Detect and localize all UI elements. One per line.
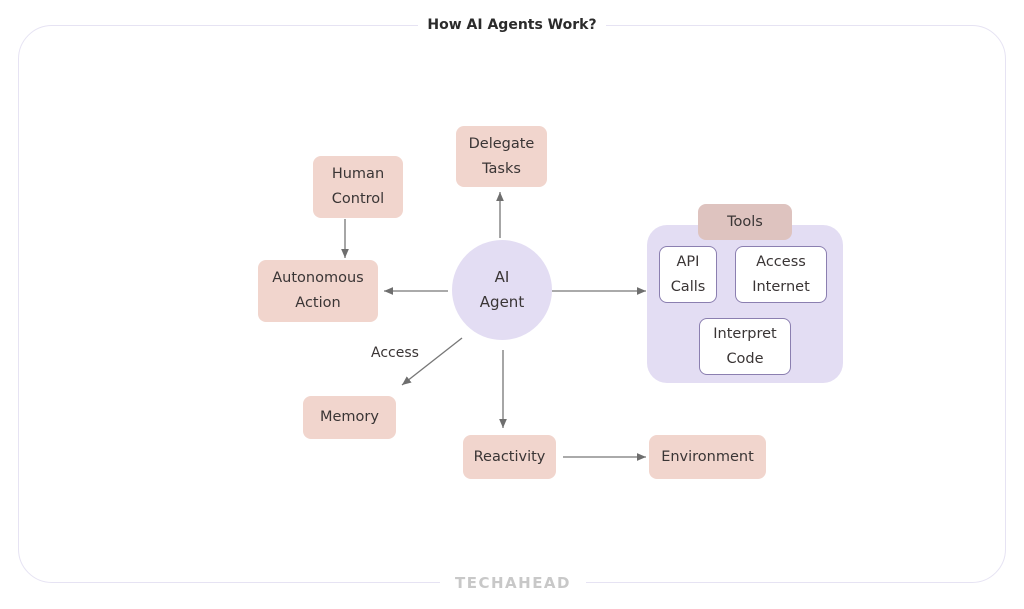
node-environment: Environment [649, 435, 766, 479]
tools-title: Tools [698, 204, 792, 240]
edge-label-access: Access [371, 345, 419, 361]
node-text: Action [295, 295, 341, 311]
tool-api-calls: API Calls [659, 246, 717, 303]
node-ai-agent: AI Agent [452, 240, 552, 340]
arrow-agent-memory [401, 337, 463, 386]
agent-text: Agent [479, 293, 525, 311]
node-text: Autonomous [272, 270, 364, 286]
node-text: Tasks [482, 160, 521, 177]
tool-text: Calls [670, 278, 706, 295]
tool-text: Code [726, 350, 764, 367]
tool-text: Interpret [713, 325, 777, 342]
node-reactivity: Reactivity [463, 435, 556, 479]
diagram-title: How AI Agents Work? [418, 14, 606, 36]
brand-logo: TECHAHEAD [440, 572, 586, 594]
tool-text: API [676, 253, 700, 270]
tool-text: Access [756, 253, 806, 270]
node-text: Control [331, 191, 385, 207]
node-text: Delegate [468, 135, 535, 152]
agent-text: AI [494, 268, 510, 286]
node-text: Human [331, 166, 385, 182]
tool-text: Internet [752, 278, 810, 295]
node-memory: Memory [303, 396, 396, 439]
